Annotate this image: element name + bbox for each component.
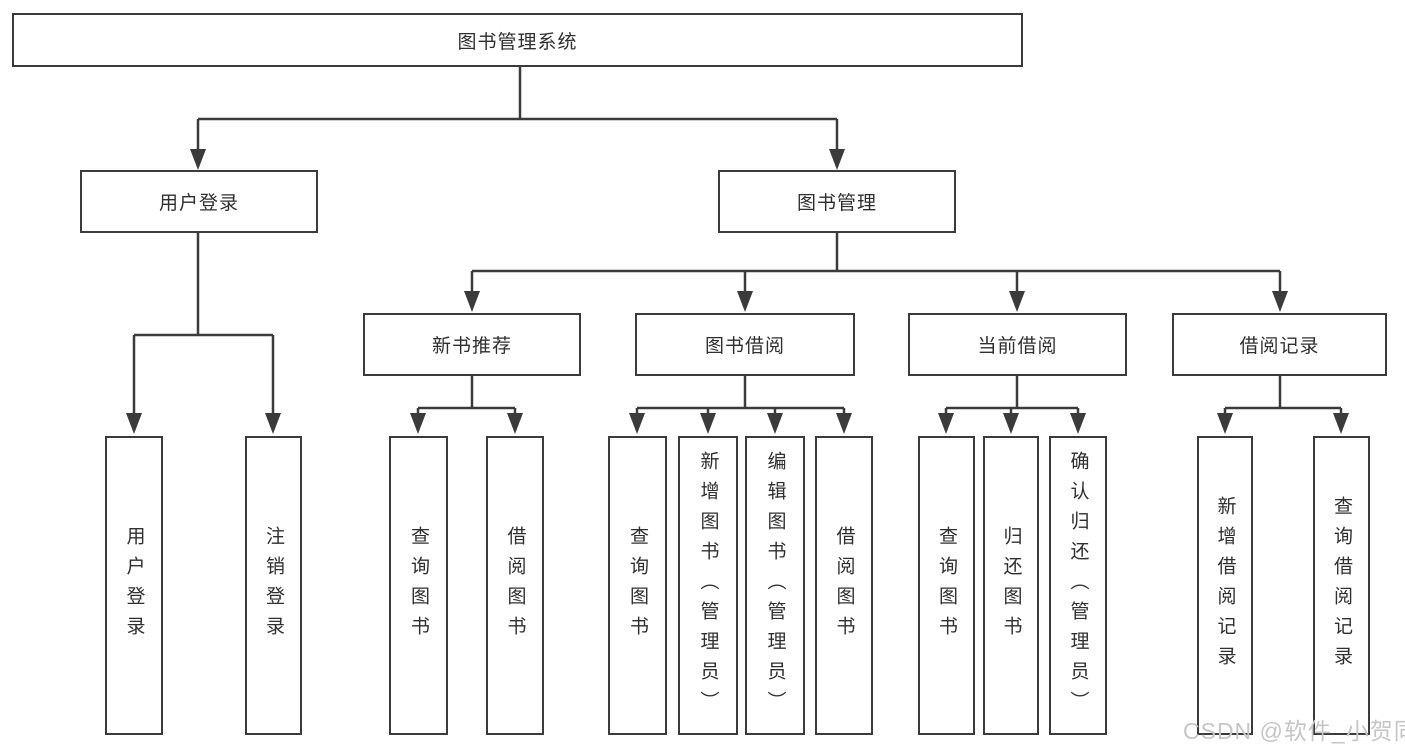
- arrowhead-icon: [1009, 291, 1025, 312]
- node-new-book-recommend: 新书推荐: [363, 313, 581, 376]
- arrowhead-icon: [629, 413, 645, 434]
- leaf-query-books-current: 查询图书: [918, 436, 975, 735]
- arrowhead-icon: [737, 291, 753, 312]
- node-book-management: 图书管理: [718, 170, 956, 233]
- leaf-add-borrow-record: 新增借阅记录: [1197, 436, 1253, 735]
- leaf-logout: 注销登录: [245, 436, 302, 735]
- node-book-borrow: 图书借阅: [635, 313, 855, 376]
- arrowhead-icon: [836, 413, 852, 434]
- arrowhead-icon: [1003, 413, 1019, 434]
- leaf-return-book: 归还图书: [983, 436, 1039, 735]
- node-user-login: 用户登录: [80, 170, 318, 233]
- arrowhead-icon: [1272, 291, 1288, 312]
- arrowhead-icon: [126, 413, 142, 434]
- arrowhead-icon: [190, 149, 206, 170]
- leaf-query-borrow-record: 查询借阅记录: [1313, 436, 1370, 735]
- arrowhead-icon: [1333, 413, 1349, 434]
- leaf-add-book-admin: 新增图书（管理员）: [678, 436, 738, 735]
- arrowhead-icon: [829, 149, 845, 170]
- leaf-borrow-books-recommend: 借阅图书: [486, 436, 544, 735]
- arrowhead-icon: [410, 413, 426, 434]
- leaf-user-login: 用户登录: [105, 436, 163, 735]
- arrowhead-icon: [767, 413, 783, 434]
- node-library-management-system: 图书管理系统: [12, 13, 1023, 67]
- node-current-borrow: 当前借阅: [908, 313, 1127, 376]
- leaf-confirm-return-admin: 确认归还（管理员）: [1049, 436, 1107, 735]
- leaf-query-books-recommend: 查询图书: [389, 436, 448, 735]
- arrowhead-icon: [464, 291, 480, 312]
- node-borrow-records: 借阅记录: [1172, 313, 1387, 376]
- arrowhead-icon: [265, 413, 281, 434]
- leaf-edit-book-admin: 编辑图书（管理员）: [745, 436, 805, 735]
- watermark: CSDN @软件_小贺同学: [1183, 718, 1405, 744]
- arrowhead-icon: [938, 413, 954, 434]
- leaf-borrow-books-borrow: 借阅图书: [815, 436, 873, 735]
- arrowhead-icon: [1070, 413, 1086, 434]
- arrowhead-icon: [1217, 413, 1233, 434]
- leaf-query-books-borrow: 查询图书: [608, 436, 667, 735]
- arrowhead-icon: [507, 413, 523, 434]
- arrowheads: [126, 149, 1349, 434]
- arrowhead-icon: [700, 413, 716, 434]
